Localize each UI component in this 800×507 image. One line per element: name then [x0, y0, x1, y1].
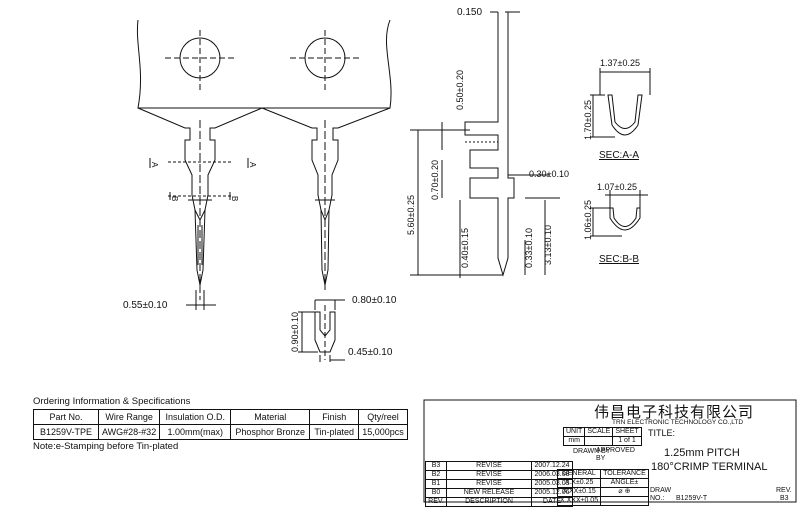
table-row: B2 REVISE 2006.03.08	[425, 470, 573, 480]
general-label: GENERAL	[556, 469, 602, 479]
section-b-b	[590, 190, 648, 237]
table-cell: B1259V-TPE	[33, 424, 99, 440]
terminal-back-view	[261, 107, 391, 290]
table-row: B0 NEW RELEASE 2005.12.06	[425, 488, 573, 498]
rev-value: B3	[780, 495, 789, 502]
rev-cell: B2	[425, 470, 447, 480]
scale-value	[584, 436, 614, 446]
terminal-front-view	[137, 107, 263, 300]
dim-137: 1.37±0.25	[600, 58, 640, 68]
section-marker-b-right: B	[230, 196, 239, 201]
carrier-strip	[136, 19, 392, 109]
dim-055: 0.55±0.10	[123, 300, 168, 311]
section-marker-a-right: A	[248, 162, 257, 168]
rev-desc-cell: REVISE	[446, 470, 532, 480]
dim-080: 0.80±0.10	[352, 295, 397, 306]
terminal-end-view	[298, 299, 345, 362]
ordering-table: Part No. Wire Range Insulation O.D. Mate…	[33, 409, 408, 440]
table-cell: 1.00mm(max)	[159, 424, 232, 440]
tolerance-2: X.XX±0.15	[556, 487, 602, 497]
section-a-a	[590, 68, 651, 138]
unit-label: UNIT	[562, 427, 586, 437]
dim-070: 0.70±0.20	[430, 160, 440, 200]
no-label: NO.:	[650, 495, 665, 502]
dim-107: 1.07±0.25	[597, 182, 637, 192]
rev-cell: B1	[425, 479, 447, 489]
drawing-number: B1259V-T	[676, 495, 708, 502]
table-row: B1 REVISE 2005.03.03	[425, 479, 573, 489]
title-line-1: 1.25mm PITCH	[664, 447, 740, 459]
table-cell: AWG#28-#32	[97, 424, 161, 440]
table-header-cell: Qty/reel	[358, 409, 408, 425]
company-name-cn: 伟昌电子科技有限公司	[594, 404, 755, 421]
dim-106: 1.06±0.25	[583, 200, 593, 240]
section-marker-a-left: A	[150, 162, 159, 168]
table-cell: 15,000pcs	[358, 424, 408, 440]
table-row: B3 REVISE 2007.12.24	[425, 461, 573, 471]
table-header-cell: Part No.	[33, 409, 99, 425]
dim-030: 0.30±0.10	[529, 169, 569, 179]
dim-050: 0.50±0.20	[455, 70, 465, 110]
table-cell: Tin-plated	[309, 424, 360, 440]
table-header-cell: Finish	[309, 409, 360, 425]
ordering-info: Ordering Information & Specifications Pa…	[33, 396, 408, 452]
dim-040: 0.40±0.15	[460, 228, 470, 268]
rev-header-cell: REV.	[425, 497, 447, 507]
sheet-value: 1 of 1	[612, 436, 642, 446]
table-header-cell: Material	[230, 409, 311, 425]
tolerance-1: X.X±0.25	[556, 478, 602, 488]
sheet-label: SHEET	[612, 427, 642, 437]
scale-label: SCALE	[584, 427, 614, 437]
projection-symbol: ⌀ ⊕	[600, 487, 649, 497]
sec-bb-label: SEC:B-B	[599, 254, 639, 265]
dim-033: 0.33±0.10	[524, 228, 534, 268]
dim-313: 3.13±0.10	[543, 225, 553, 265]
draw-label: DRAW	[650, 487, 672, 494]
table-cell: Phosphor Bronze	[230, 424, 311, 440]
unit-scale-block: UNIT SCALE SHEET mm 1 of 1	[562, 427, 642, 446]
dim-090: 0.90±0.10	[290, 312, 300, 352]
table-header-row: REV. DESCRIPTION DATE	[425, 497, 573, 507]
dim-560: 5.60±0.25	[406, 195, 416, 235]
table-row: B1259V-TPE AWG#28-#32 1.00mm(max) Phosph…	[33, 424, 408, 440]
ordering-note: Note:e-Stamping before Tin-plated	[33, 441, 179, 452]
table-header-cell: Wire Range	[97, 409, 161, 425]
drawn-by: DRAWN BY	[573, 448, 611, 455]
company-name-en: TRN ELECTRONIC TECHNOLOGY CO.,LTD	[612, 419, 744, 426]
rev-cell: B0	[425, 488, 447, 498]
tolerance-label: TOLERANCE	[600, 469, 649, 479]
title-line-2: 180°CRIMP TERMINAL	[651, 461, 768, 473]
sec-aa-label: SEC:A-A	[599, 150, 639, 161]
rev-desc-cell: REVISE	[446, 461, 532, 471]
table-header-row: Part No. Wire Range Insulation O.D. Mate…	[33, 409, 408, 425]
tolerance-block: GENERAL TOLERANCE X.X±0.25 ANGLE± X.XX±0…	[556, 469, 649, 506]
tolerance-3: X.XXX±0.05	[556, 496, 602, 506]
terminal-side-view	[410, 11, 560, 278]
rev-desc-cell: NEW RELEASE	[446, 488, 532, 498]
dim-170: 1.70±0.25	[583, 100, 593, 140]
rev-label: REV.	[776, 487, 792, 494]
rev-header-cell: DESCRIPTION	[446, 497, 532, 507]
title-label: TITLE:	[648, 428, 676, 438]
section-marker-b-left: B	[170, 196, 179, 201]
rev-cell: B3	[425, 461, 447, 471]
unit-value: mm	[562, 436, 586, 446]
ordering-title: Ordering Information & Specifications	[33, 396, 191, 407]
empty-cell	[600, 496, 649, 506]
approved-by: APPROVED BY	[596, 447, 635, 462]
angle-label: ANGLE±	[600, 478, 649, 488]
revision-table: B3 REVISE 2007.12.24 B2 REVISE 2006.03.0…	[425, 461, 573, 507]
rev-desc-cell: REVISE	[446, 479, 532, 489]
dim-045: 0.45±0.10	[348, 347, 393, 358]
table-header-cell: Insulation O.D.	[159, 409, 232, 425]
dim-0150: 0.150	[457, 7, 482, 18]
